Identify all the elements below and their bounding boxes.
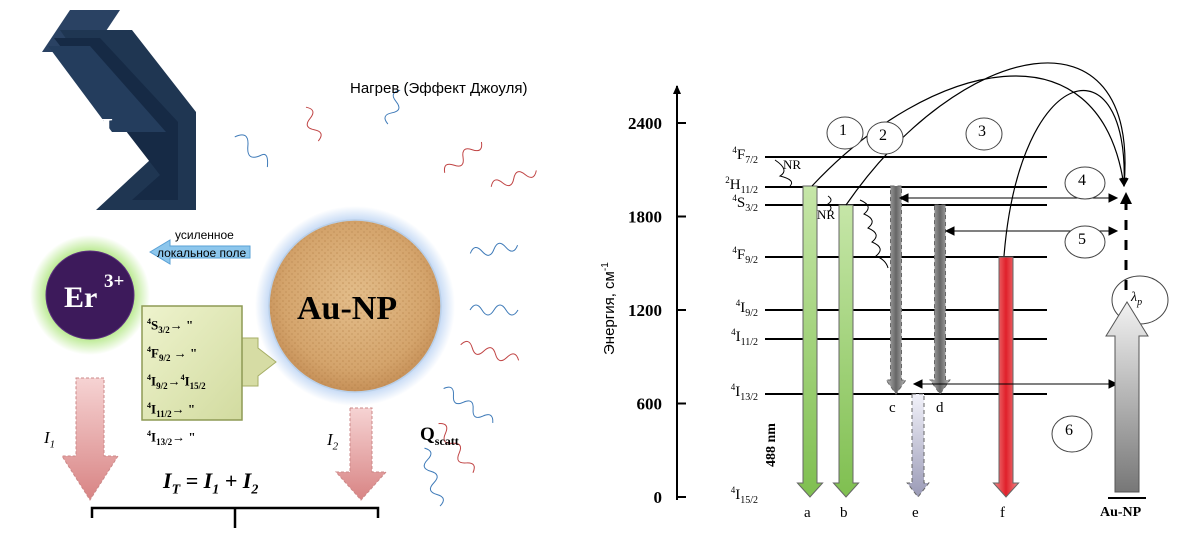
transition-row: 4S3/2→ " — [147, 317, 194, 335]
transition-letter: f — [1000, 505, 1005, 521]
level-label: 4S3/2 — [732, 193, 758, 214]
transition-row: 4I13/2→ " — [147, 428, 196, 447]
i1-arrow — [61, 377, 119, 501]
er-superscript: 3+ — [104, 271, 124, 292]
transition-arrow-e — [906, 393, 930, 498]
process-number: 4 — [1078, 172, 1086, 189]
i2-label: I2 — [327, 430, 339, 453]
au-np-label: Au-NP — [297, 290, 397, 327]
level-label: 4F9/2 — [732, 245, 758, 266]
field-label-line1: усиленное — [175, 228, 234, 242]
pump-wavelength-label: 488 nm — [764, 423, 779, 467]
level-label: 2H11/2 — [725, 175, 758, 196]
level-label: 4I9/2 — [735, 298, 758, 319]
transition-row: 4F9/2 → " — [147, 344, 198, 363]
transition-row: 4I9/2→4I15/2 — [147, 372, 206, 391]
ip-label: I — [100, 112, 113, 149]
q-scatt-label: Qscatt — [420, 424, 459, 448]
er-ion — [45, 250, 135, 340]
y-tick-label: 1800 — [628, 208, 662, 227]
field-label-line2: локальное поле — [157, 246, 247, 260]
transition-arrow-b — [832, 204, 860, 498]
y-axis-label: Энергия, см-1 — [600, 262, 618, 355]
process-number: 2 — [879, 127, 887, 144]
ip-beam — [42, 10, 196, 210]
transitions-list: 4S3/2→ " 4F9/2 → " 4I9/2→4I15/2 4I11/2→ " 4I… — [147, 312, 206, 452]
au-np-axis-label: Au-NP — [1100, 505, 1142, 520]
transition-letter: d — [936, 400, 944, 416]
transition-arrow-f — [992, 256, 1020, 498]
i2-arrow — [334, 407, 388, 501]
i1-label: I1 — [44, 428, 56, 451]
transition-arrow-c — [885, 185, 907, 395]
process-circles — [826, 116, 1106, 453]
nr-label-1: NR — [783, 157, 802, 172]
transition-arrow-d — [929, 204, 951, 395]
transition-arrow-a — [796, 185, 824, 498]
level-label: 4I13/2 — [730, 382, 758, 403]
y-tick-label: 0 — [654, 488, 663, 507]
transition-letter: a — [804, 505, 811, 521]
y-tick-label: 1200 — [628, 301, 662, 320]
sum-formula: IT = I1 + I2 — [163, 468, 259, 498]
y-ticks: 0 600 1200 1800 2400 — [628, 114, 686, 507]
process-number: 1 — [839, 122, 847, 139]
transition-letter: b — [840, 505, 848, 521]
transitions-box — [141, 305, 243, 421]
er-label: Er — [64, 281, 97, 314]
nr-wave-3 — [859, 199, 889, 269]
level-label: 4F7/2 — [732, 145, 758, 166]
nr-wave-1 — [774, 159, 793, 187]
lambda-p-label: λp — [1131, 290, 1143, 308]
process-number: 3 — [978, 123, 986, 140]
y-tick-label: 2400 — [628, 114, 662, 133]
heating-label: Нагрев (Эффект Джоуля) — [350, 80, 528, 97]
y-tick-label: 600 — [637, 395, 663, 414]
transition-letter: e — [912, 505, 919, 521]
level-label: 4I15/2 — [730, 485, 758, 506]
field-arrow — [149, 239, 251, 265]
nr-label-2: NR — [817, 207, 836, 222]
process-number: 6 — [1065, 422, 1073, 439]
process-number: 5 — [1078, 231, 1086, 248]
transition-row: 4I11/2→ " — [147, 400, 196, 419]
level-label: 4I11/2 — [731, 327, 758, 348]
transition-arrows — [796, 185, 1020, 498]
nr-wave-2 — [827, 195, 832, 213]
transition-letter: c — [889, 400, 896, 416]
au-np-excitation-arrow — [1105, 301, 1149, 493]
ip-subscript: p — [122, 133, 133, 155]
heat-waves — [234, 89, 537, 507]
